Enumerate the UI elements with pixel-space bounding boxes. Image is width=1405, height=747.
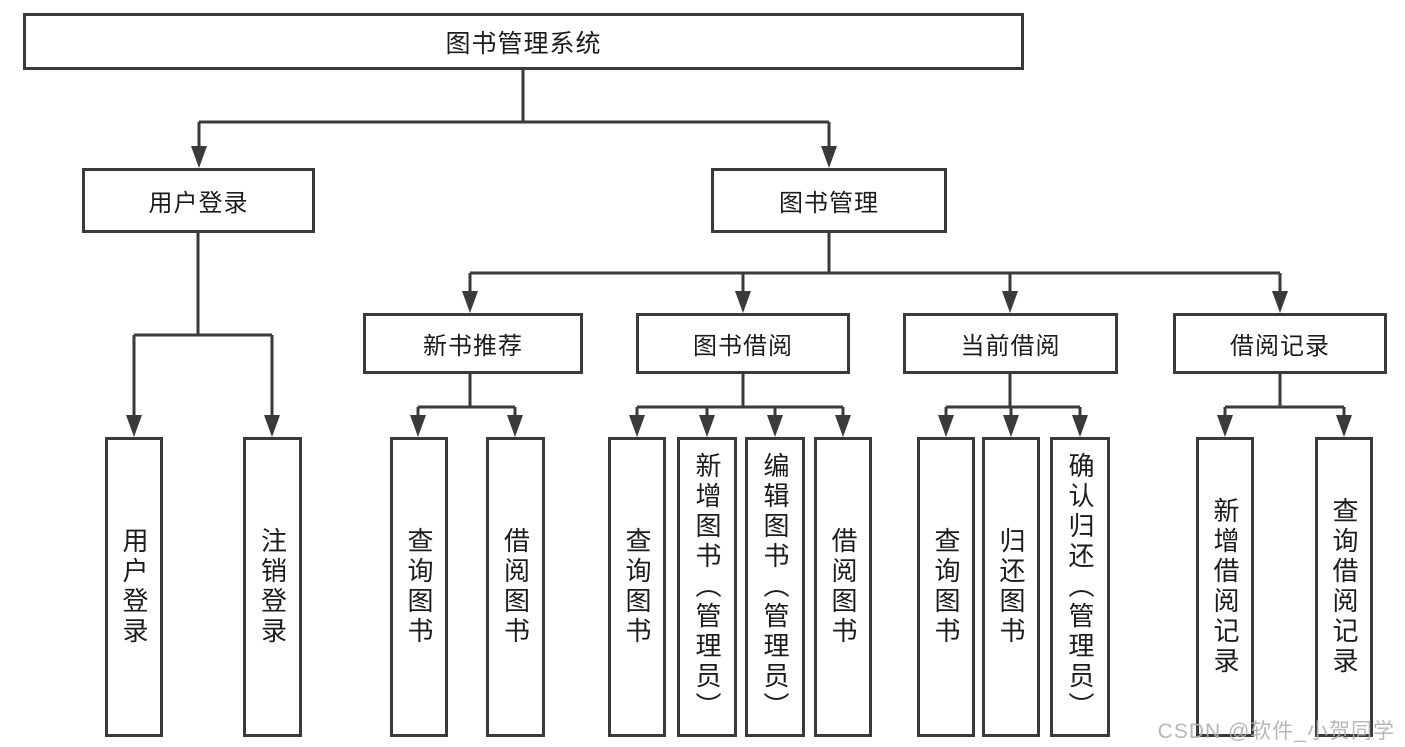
csdn-watermark: CSDN @软件_小贺同学 (1157, 720, 1395, 743)
node-leaf-user-login-label: 用户登录 (119, 527, 149, 647)
arrow-login (126, 415, 142, 437)
node-leaf-edit-book-admin-label: 编辑图书（管理员） (760, 452, 790, 722)
node-leaf-borrow-book-1: 借阅图书 (486, 437, 545, 737)
arrow-book-borrow (735, 291, 751, 313)
node-leaf-query-borrow-record-label: 查询借阅记录 (1329, 497, 1359, 677)
arrow-cb-c2 (1003, 415, 1019, 437)
arrow-bb-c3 (767, 415, 783, 437)
node-book-management-label: 图书管理 (779, 190, 879, 217)
arrow-bb-c1 (629, 415, 645, 437)
node-book-management: 图书管理 (711, 168, 947, 233)
node-user-login-label: 用户登录 (148, 190, 249, 217)
arrow-borrow-records (1272, 291, 1288, 313)
node-user-login: 用户登录 (82, 168, 315, 233)
arrow-user-login (191, 146, 207, 168)
node-leaf-query-book-3: 查询图书 (917, 437, 975, 737)
node-leaf-borrow-book-2: 借阅图书 (814, 437, 872, 737)
node-current-borrowing-label: 当前借阅 (960, 333, 1061, 360)
arrow-new-books (462, 291, 478, 313)
node-leaf-add-book-admin: 新增图书（管理员） (677, 437, 737, 737)
node-leaf-query-book-1-label: 查询图书 (404, 527, 434, 647)
arrow-br-c1 (1217, 415, 1233, 437)
arrowheads (126, 146, 1352, 437)
node-leaf-borrow-book-2-label: 借阅图书 (828, 527, 858, 647)
arrow-nb-c2 (507, 415, 523, 437)
node-leaf-query-book-2: 查询图书 (608, 437, 666, 737)
node-leaf-edit-book-admin: 编辑图书（管理员） (745, 437, 805, 737)
arrow-nb-c1 (410, 415, 426, 437)
node-book-borrowing-label: 图书借阅 (693, 333, 793, 360)
arrow-bb-c2 (699, 415, 715, 437)
node-leaf-return-book-label: 归还图书 (996, 527, 1026, 647)
node-book-borrowing: 图书借阅 (636, 313, 850, 374)
node-current-borrowing: 当前借阅 (903, 313, 1118, 374)
arrow-cb-c3 (1072, 415, 1088, 437)
node-root-label: 图书管理系统 (445, 29, 602, 58)
arrow-bb-c4 (835, 415, 851, 437)
arrow-book-mgmt (821, 146, 837, 168)
node-leaf-return-book: 归还图书 (982, 437, 1040, 737)
node-root: 图书管理系统 (23, 13, 1024, 70)
node-borrowing-records: 借阅记录 (1173, 313, 1387, 374)
node-leaf-confirm-return-admin: 确认归还（管理员） (1050, 437, 1110, 737)
arrow-cb-c1 (938, 415, 954, 437)
node-leaf-query-book-1: 查询图书 (390, 437, 448, 737)
node-leaf-confirm-return-admin-label: 确认归还（管理员） (1065, 452, 1095, 722)
node-new-book-recommend-label: 新书推荐 (423, 333, 523, 360)
node-borrowing-records-label: 借阅记录 (1230, 333, 1330, 360)
node-leaf-query-borrow-record: 查询借阅记录 (1315, 437, 1373, 737)
node-leaf-add-borrow-record-label: 新增借阅记录 (1210, 497, 1240, 677)
node-leaf-logout: 注销登录 (243, 437, 302, 737)
arrow-br-c2 (1336, 415, 1352, 437)
arrow-current-borrow (1002, 291, 1018, 313)
node-leaf-query-book-3-label: 查询图书 (931, 527, 961, 647)
node-leaf-user-login: 用户登录 (105, 437, 163, 737)
arrow-logout (264, 415, 280, 437)
node-leaf-add-borrow-record: 新增借阅记录 (1196, 437, 1254, 737)
node-leaf-borrow-book-1-label: 借阅图书 (500, 527, 531, 647)
node-leaf-query-book-2-label: 查询图书 (622, 527, 652, 647)
node-leaf-logout-label: 注销登录 (257, 527, 288, 647)
node-leaf-add-book-admin-label: 新增图书（管理员） (692, 452, 722, 722)
node-new-book-recommend: 新书推荐 (363, 313, 583, 374)
